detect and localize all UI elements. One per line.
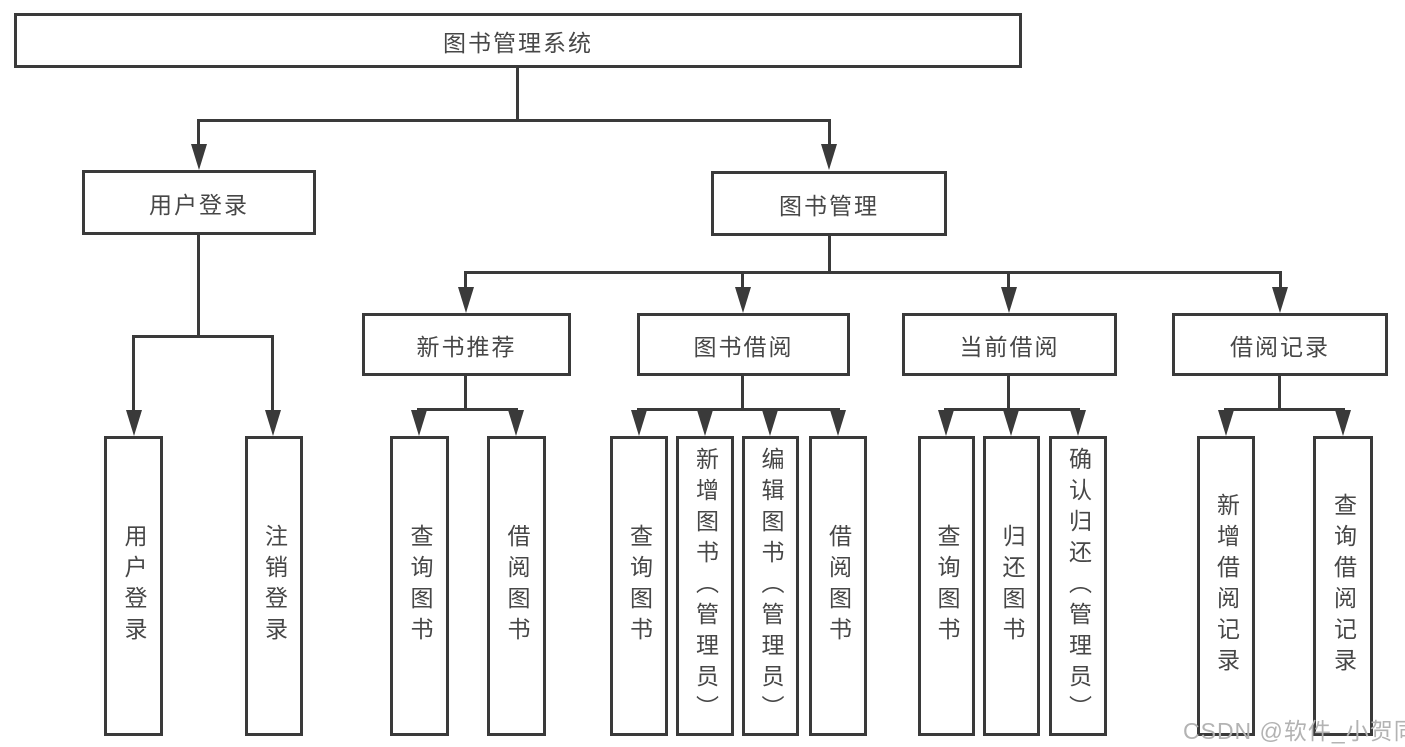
connector-line: [1007, 375, 1010, 411]
leaf-current-confirm-return-admin: 确认归还（管理员）: [1049, 436, 1107, 736]
node-library-system: 图书管理系统: [14, 13, 1022, 68]
connector-line: [1279, 271, 1282, 289]
leaf-newbook-borrow-books: 借阅图书: [487, 436, 546, 736]
connector-line: [132, 335, 274, 338]
connector-line: [464, 271, 467, 289]
node-label: 用户登录: [149, 191, 249, 218]
leaf-borrow-add-books-admin: 新增图书（管理员）: [676, 436, 734, 736]
connector-line: [197, 119, 200, 148]
node-book-management: 图书管理: [711, 171, 947, 236]
node-label: 新增借阅记录: [1213, 493, 1240, 679]
leaf-current-return-books: 归还图书: [983, 436, 1040, 736]
node-label: 借阅记录: [1230, 333, 1330, 360]
node-label: 查询借阅记录: [1330, 493, 1357, 679]
arrow-down: [265, 410, 281, 436]
node-label: 查询图书: [407, 524, 433, 648]
connector-line: [828, 235, 831, 274]
node-label: 当前借阅: [959, 333, 1060, 360]
connector-line: [132, 335, 135, 412]
arrow-down: [1335, 410, 1351, 436]
arrow-down: [938, 410, 954, 436]
leaf-borrow-edit-books-admin: 编辑图书（管理员）: [742, 436, 799, 736]
connector-line: [198, 119, 831, 122]
connector-line: [1007, 271, 1010, 289]
connector-line: [271, 335, 274, 412]
connector-line: [828, 119, 831, 148]
node-label: 新增图书（管理员）: [692, 446, 719, 726]
leaf-current-query-books: 查询图书: [918, 436, 975, 736]
arrow-down: [1070, 410, 1086, 436]
connector-line: [637, 408, 840, 411]
arrow-down: [1272, 287, 1288, 313]
connector-line: [197, 234, 200, 337]
leaf-user-login: 用户登录: [104, 436, 163, 736]
node-label: 新书推荐: [416, 333, 517, 360]
node-new-book-recommendation: 新书推荐: [362, 313, 571, 376]
arrow-down: [1003, 410, 1019, 436]
node-label: 归还图书: [999, 524, 1025, 648]
leaf-newbook-query-books: 查询图书: [390, 436, 449, 736]
node-borrowing-records: 借阅记录: [1172, 313, 1388, 376]
arrow-down: [126, 410, 142, 436]
connector-line: [741, 375, 744, 411]
arrow-down: [411, 410, 427, 436]
node-current-borrowing: 当前借阅: [902, 313, 1117, 376]
node-label: 编辑图书（管理员）: [758, 446, 784, 726]
connector-line: [464, 375, 467, 411]
leaf-records-query-record: 查询借阅记录: [1313, 436, 1373, 736]
arrow-down: [697, 410, 713, 436]
arrow-down: [631, 410, 647, 436]
node-label: 图书管理系统: [443, 29, 593, 56]
arrow-down: [191, 144, 207, 170]
node-label: 借阅图书: [825, 524, 852, 648]
node-user-login: 用户登录: [82, 170, 316, 235]
node-label: 注销登录: [261, 524, 288, 648]
node-label: 图书管理: [779, 192, 879, 219]
arrow-down: [458, 287, 474, 313]
connector-line: [516, 66, 519, 121]
arrow-down: [735, 287, 751, 313]
arrow-down: [821, 144, 837, 170]
arrow-down: [830, 410, 846, 436]
leaf-borrow-query-books: 查询图书: [610, 436, 668, 736]
leaf-borrow-borrow-books: 借阅图书: [809, 436, 867, 736]
node-label: 查询图书: [626, 524, 653, 648]
arrow-down: [762, 410, 778, 436]
node-label: 借阅图书: [504, 524, 530, 648]
leaf-records-add-record: 新增借阅记录: [1197, 436, 1255, 736]
connector-line: [944, 408, 1080, 411]
node-label: 查询图书: [934, 524, 960, 648]
node-label: 确认归还（管理员）: [1065, 446, 1092, 726]
connector-line: [1224, 408, 1345, 411]
arrow-down: [1001, 287, 1017, 313]
csdn-watermark: CSDN @软件_小贺同学: [1183, 718, 1405, 744]
arrow-down: [508, 410, 524, 436]
connector-line: [741, 271, 744, 289]
arrow-down: [1218, 410, 1234, 436]
node-label: 用户登录: [121, 524, 147, 648]
connector-line: [464, 271, 1282, 274]
leaf-logout: 注销登录: [245, 436, 303, 736]
connector-line: [417, 408, 518, 411]
connector-line: [1278, 375, 1281, 411]
node-label: 图书借阅: [693, 333, 794, 360]
node-book-borrowing: 图书借阅: [637, 313, 850, 376]
